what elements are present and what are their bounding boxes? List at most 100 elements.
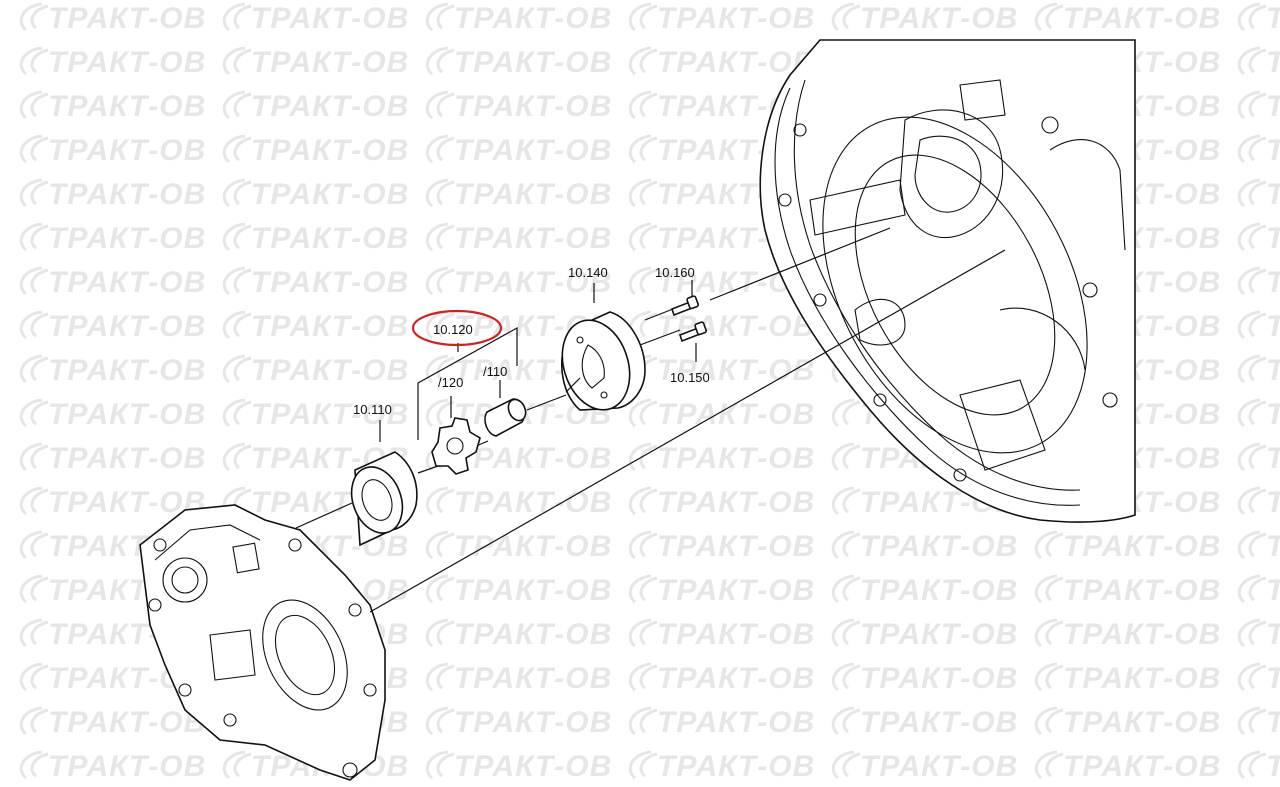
watermark-text: ТРАКТ-ОВ	[860, 574, 1018, 607]
watermark-logo-mark	[628, 178, 658, 208]
watermark-logo-mark	[1237, 398, 1267, 428]
watermark-text: ТРАКТ-ОВ	[657, 2, 815, 35]
pump-cover-housing	[139, 504, 386, 781]
watermark-logo-mark	[19, 398, 49, 428]
watermark-text: ТРАКТ-ОВ	[251, 90, 409, 123]
watermark-logo-mark	[222, 310, 252, 340]
watermark-text: ТРАКТ-ОВ	[1063, 662, 1221, 695]
watermark-logo-mark	[222, 90, 252, 120]
watermark-text: ТРАКТ-ОВ	[1266, 2, 1280, 35]
watermark-logo-mark	[19, 442, 49, 472]
watermark-text: ТРАКТ-ОВ	[454, 90, 612, 123]
watermark-logo-mark	[628, 530, 658, 560]
label-10-120: 10.120	[433, 322, 473, 337]
watermark-text: ТРАКТ-ОВ	[48, 354, 206, 387]
watermark-text: ТРАКТ-ОВ	[657, 750, 815, 783]
part-110-pin	[484, 398, 527, 437]
watermark-text: ТРАКТ-ОВ	[454, 750, 612, 783]
watermark-text: ТРАКТ-ОВ	[1266, 486, 1280, 519]
watermark-text: ТРАКТ-ОВ	[1266, 706, 1280, 739]
watermark-text: ТРАКТ-ОВ	[1266, 618, 1280, 651]
watermark-text: ТРАКТ-ОВ	[1266, 90, 1280, 123]
watermark-text: ТРАКТ-ОВ	[860, 706, 1018, 739]
watermark-text: ТРАКТ-ОВ	[1063, 2, 1221, 35]
label-10-150: 10.150	[670, 370, 710, 385]
watermark-logo-mark	[628, 2, 658, 32]
watermark-text: ТРАКТ-ОВ	[48, 398, 206, 431]
watermark-text: ТРАКТ-ОВ	[1063, 618, 1221, 651]
watermark-text: ТРАКТ-ОВ	[251, 310, 409, 343]
watermark-logo-mark	[628, 222, 658, 252]
watermark-logo-mark	[1034, 530, 1064, 560]
watermark-logo-mark	[19, 486, 49, 516]
watermark-text: ТРАКТ-ОВ	[1266, 46, 1280, 79]
part-labels: 10.140 10.160 10.150 10.120 /120 /110 10…	[353, 265, 710, 417]
watermark-text: ТРАКТ-ОВ	[860, 2, 1018, 35]
watermark-logo-mark	[1034, 662, 1064, 692]
watermark-logo-mark	[831, 442, 861, 472]
watermark-logo-mark	[1237, 222, 1267, 252]
part-120-star-rotor	[431, 417, 481, 475]
bolt-10-160	[671, 295, 699, 317]
watermark-logo-mark	[19, 2, 49, 32]
watermark-logo-mark	[1237, 354, 1267, 384]
watermark-logo-mark	[425, 2, 455, 32]
watermark-text: ТРАКТ-ОВ	[454, 222, 612, 255]
watermark-logo-mark	[1237, 574, 1267, 604]
watermark-text: ТРАКТ-ОВ	[1266, 750, 1280, 783]
watermark-logo-mark	[425, 398, 455, 428]
watermark-logo-mark	[425, 90, 455, 120]
watermark-text: ТРАКТ-ОВ	[1063, 574, 1221, 607]
watermark-text: ТРАКТ-ОВ	[1266, 354, 1280, 387]
watermark-text: ТРАКТ-ОВ	[454, 662, 612, 695]
watermark-text: ТРАКТ-ОВ	[1266, 574, 1280, 607]
part-10-110-ring	[350, 451, 418, 547]
watermark-text: ТРАКТ-ОВ	[48, 222, 206, 255]
watermark-text: ТРАКТ-ОВ	[48, 178, 206, 211]
watermark-logo-mark	[1237, 266, 1267, 296]
watermark-text: ТРАКТ-ОВ	[657, 574, 815, 607]
watermark-text: ТРАКТ-ОВ	[1063, 530, 1221, 563]
watermark-text: ТРАКТ-ОВ	[1266, 178, 1280, 211]
label-10-160: 10.160	[655, 265, 695, 280]
watermark-logo-mark	[831, 706, 861, 736]
watermark-logo-mark	[628, 398, 658, 428]
watermark-text: ТРАКТ-ОВ	[48, 90, 206, 123]
watermark-logo-mark	[19, 222, 49, 252]
watermark-logo-mark	[628, 662, 658, 692]
watermark-logo-mark	[425, 354, 455, 384]
watermark-logo-mark	[425, 662, 455, 692]
watermark-logo-mark	[1034, 750, 1064, 780]
watermark-logo-mark	[831, 618, 861, 648]
watermark-text: ТРАКТ-ОВ	[48, 134, 206, 167]
watermark-logo-mark	[831, 2, 861, 32]
label-10-140: 10.140	[568, 265, 608, 280]
watermark-logo-mark	[19, 706, 49, 736]
watermark-logo-mark	[1237, 310, 1267, 340]
highlight-circle	[411, 309, 503, 347]
watermark-text: ТРАКТ-ОВ	[48, 310, 206, 343]
watermark-logo-mark	[1034, 574, 1064, 604]
watermark-text: ТРАКТ-ОВ	[454, 486, 612, 519]
watermark-logo-mark	[425, 266, 455, 296]
watermark-text: ТРАКТ-ОВ	[1266, 266, 1280, 299]
watermark-logo-mark	[628, 486, 658, 516]
watermark-logo-mark	[222, 2, 252, 32]
watermark-logo-mark	[628, 442, 658, 472]
watermark-logo-mark	[628, 90, 658, 120]
watermark-text: ТРАКТ-ОВ	[1266, 442, 1280, 475]
watermark-logo-mark	[1237, 134, 1267, 164]
watermark-logo-mark	[628, 574, 658, 604]
watermark-logo-mark	[222, 222, 252, 252]
watermark-text: ТРАКТ-ОВ	[1266, 134, 1280, 167]
watermark-text: ТРАКТ-ОВ	[48, 46, 206, 79]
watermark-logo-mark	[19, 134, 49, 164]
watermark-logo-mark	[222, 178, 252, 208]
watermark-logo-mark	[628, 266, 658, 296]
watermark-text: ТРАКТ-ОВ	[251, 178, 409, 211]
watermark-logo-mark	[628, 706, 658, 736]
watermark-logo-mark	[425, 486, 455, 516]
watermark-logo-mark	[19, 618, 49, 648]
